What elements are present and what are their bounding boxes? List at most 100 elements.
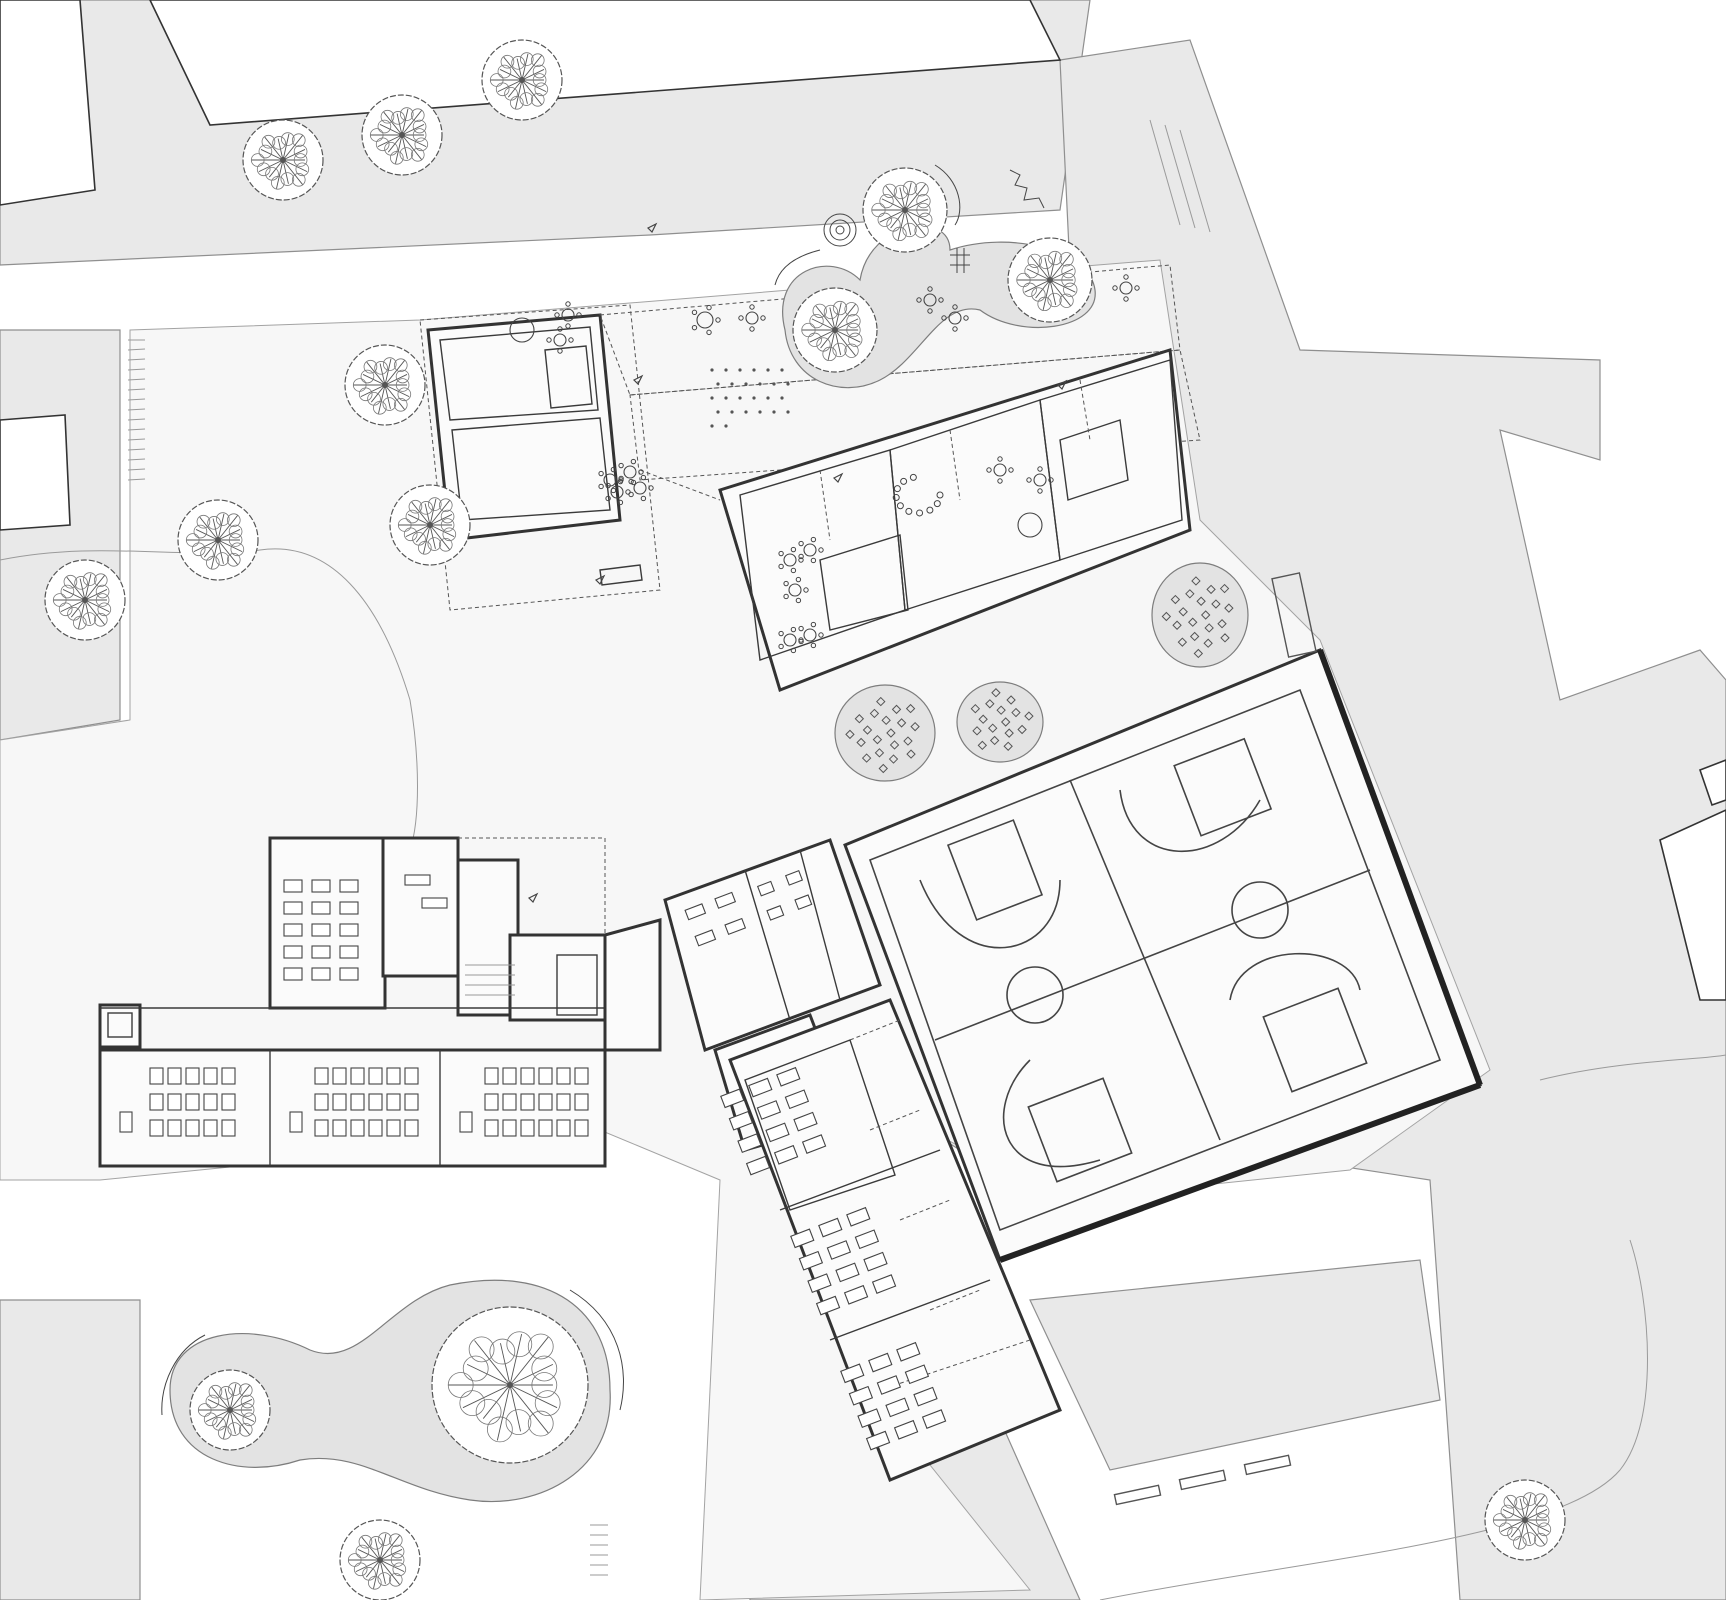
seat-dot: [716, 410, 720, 414]
shrub-icon: [906, 749, 916, 759]
desk-icon: [459, 1111, 473, 1133]
desk-icon: [815, 1295, 841, 1316]
desk-icon: [311, 923, 331, 937]
desk-icon: [835, 1262, 860, 1283]
table-cluster-icon: [691, 304, 721, 336]
shrub-icon: [910, 721, 920, 732]
desk-icon: [574, 1119, 589, 1137]
desk-icon: [404, 1093, 419, 1111]
shrub-icon: [996, 705, 1006, 715]
shrub-icon: [978, 714, 988, 724]
shrub-icon: [1224, 603, 1234, 613]
tree-icon: [862, 167, 948, 253]
desk-icon: [386, 1119, 401, 1137]
desk-icon: [790, 1228, 815, 1249]
tree-icon: [44, 559, 126, 641]
desk-icon: [339, 945, 359, 959]
shrub-icon: [1219, 583, 1230, 594]
desk-icon: [283, 923, 303, 937]
tree-icon: [242, 119, 324, 201]
table-cluster-icon: [798, 621, 824, 649]
tree-icon: [792, 287, 878, 373]
table-cluster-icon: [798, 536, 824, 564]
desk-icon: [748, 1077, 773, 1098]
shrub-icon: [896, 718, 907, 728]
shrub-icon: [1003, 741, 1013, 751]
tree-icon: [481, 39, 563, 121]
seat-dot: [738, 396, 742, 400]
shrub-icon: [856, 737, 866, 748]
desk-icon: [826, 1240, 852, 1260]
seat-dot: [724, 424, 728, 428]
desk-icon: [502, 1119, 517, 1137]
desk-icon: [913, 1386, 938, 1407]
shrub-icon: [1220, 633, 1230, 643]
desk-icon: [149, 1119, 164, 1137]
desk-icon: [314, 1119, 329, 1137]
seat-dot: [752, 368, 756, 372]
desk-icon: [756, 880, 776, 897]
shrub-icon: [881, 715, 891, 726]
seat-dot: [758, 382, 762, 386]
shrub-icon: [903, 736, 913, 746]
desk-icon: [149, 1093, 164, 1111]
seat-dot: [744, 382, 748, 386]
desk-icon: [221, 1119, 236, 1137]
desk-icon: [167, 1067, 182, 1085]
seat-dot: [926, 506, 934, 514]
desk-icon: [728, 1110, 754, 1131]
shrub-icon: [972, 726, 982, 736]
desk-icon: [332, 1067, 347, 1085]
shrub-icon: [1011, 707, 1021, 718]
seat-dot: [916, 509, 924, 517]
shrub-icon: [1024, 711, 1034, 721]
shrub-icon: [1017, 724, 1027, 735]
shrub-icon: [991, 688, 1001, 698]
desk-icon: [167, 1093, 182, 1111]
kindergarten-building: [419, 264, 1201, 692]
desk-icon: [149, 1067, 164, 1085]
desk-icon: [332, 1093, 347, 1111]
desk-icon: [339, 879, 359, 893]
desk-icon: [885, 1397, 910, 1418]
desk-icon: [756, 1100, 782, 1120]
shrub-icon: [845, 729, 855, 740]
desk-icon: [766, 905, 785, 921]
seat-dot: [730, 382, 734, 386]
shrub-icon: [1188, 617, 1198, 627]
desk-icon: [520, 1067, 535, 1085]
desk-icon: [311, 967, 331, 981]
seat-dot: [780, 396, 784, 400]
table-cluster-icon: [778, 546, 804, 574]
desk-icon: [421, 897, 448, 909]
desk-icon: [314, 1067, 329, 1085]
misc-marks: [127, 119, 1317, 1576]
table-cluster-icon: [1017, 512, 1043, 538]
seat-dot: [738, 368, 742, 372]
table-cluster-icon: [941, 304, 969, 332]
tree-icon: [431, 1306, 589, 1464]
desk-icon: [221, 1067, 236, 1085]
desk-icon: [283, 879, 303, 893]
shrub-icon: [988, 723, 998, 733]
desk-icon: [893, 1419, 919, 1440]
seat-dot: [892, 494, 900, 502]
desk-icon: [502, 1093, 517, 1111]
table-cluster-icon: [509, 317, 535, 343]
seat-dot: [710, 368, 714, 372]
desk-icon: [784, 869, 804, 886]
seat-dot: [936, 491, 944, 499]
desk-icon: [794, 894, 813, 911]
shrub-icon: [1191, 576, 1201, 586]
seat-dot: [905, 507, 913, 515]
tree-icon: [339, 1519, 421, 1600]
seat-dot: [772, 382, 776, 386]
desk-icon: [843, 1284, 869, 1305]
seat-dot: [786, 382, 790, 386]
shrub-icon: [1211, 599, 1221, 609]
desk-icon: [818, 1217, 843, 1238]
desk-icon: [368, 1067, 383, 1085]
table-cluster-icon: [628, 474, 654, 502]
desk-icon: [921, 1409, 947, 1429]
